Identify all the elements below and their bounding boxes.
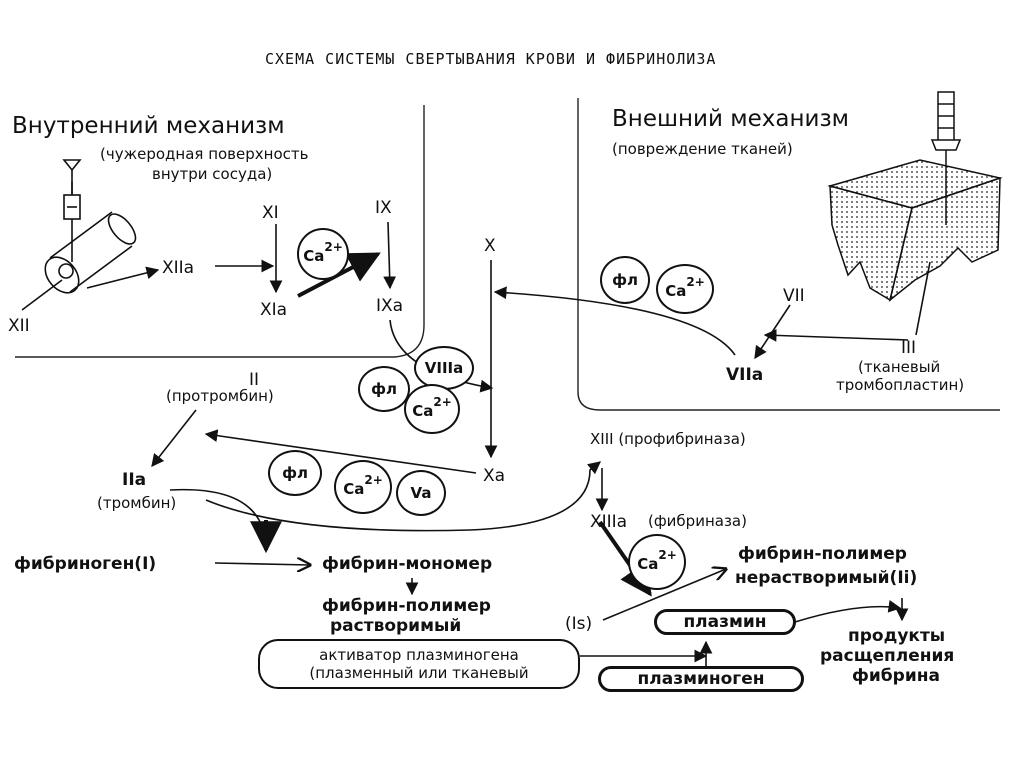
factor-iii-note-2: тромбопластин) <box>836 376 965 394</box>
factor-ii-note: (протромбин) <box>166 387 274 405</box>
factor-ixa: IXa <box>376 296 404 316</box>
ca-charge: 2+ <box>433 394 452 409</box>
line-tissue-to-iii <box>915 261 931 336</box>
arrow-iia-to-xiii <box>205 461 601 532</box>
extrinsic-heading: Внешний механизм <box>612 106 850 132</box>
factor-iia-note: (тромбин) <box>97 494 177 512</box>
region-dividers <box>15 98 1000 411</box>
diagram-title: СХЕМА СИСТЕМЫ СВЕРТЫВАНИЯ КРОВИ И ФИБРИН… <box>265 50 717 68</box>
insoluble-polymer-label-1: фибрин-полимер <box>738 544 907 564</box>
plasmin-label: плазмин <box>683 612 767 632</box>
factor-iii-note-1: (тканевый <box>858 358 941 376</box>
ca-charge: 2+ <box>324 239 343 254</box>
arrow-xii-to-xiia <box>86 266 160 289</box>
insoluble-polymer-label-2: нерастворимый(Ii) <box>735 568 918 588</box>
ca-label: Ca <box>343 479 365 498</box>
factor-xi: XI <box>262 203 279 223</box>
fibrinogen-label: фибриноген(I) <box>14 554 157 574</box>
calcium-circle-xiiia: Ca2+ <box>628 534 686 590</box>
va-circle: Va <box>396 470 446 516</box>
intrinsic-sub-2: внутри сосуда) <box>152 165 273 183</box>
arrow-iia-to-fibrinogen <box>169 488 272 547</box>
soluble-polymer-code: (Is) <box>565 614 593 634</box>
ca-charge: 2+ <box>658 547 677 562</box>
phospholipid-circle-viia: фл <box>600 256 650 304</box>
calcium-circle-tenase: Ca2+ <box>404 384 460 434</box>
viiia-circle: VIIIa <box>414 346 474 390</box>
ca-label: Ca <box>412 401 434 420</box>
factor-xiii: XIII (профибриназа) <box>590 430 746 448</box>
ca-label: Ca <box>303 246 325 265</box>
fdp-label-3: фибрина <box>852 666 940 686</box>
extrinsic-sub: (повреждение тканей) <box>612 140 793 158</box>
factor-xii: XII <box>8 316 30 336</box>
viiia-label: VIIIa <box>424 359 464 377</box>
calcium-circle-prothrombinase: Ca2+ <box>334 460 392 514</box>
factor-ix: IX <box>375 198 392 218</box>
activator-label-2: (плазменный или тканевый <box>309 664 529 682</box>
phospholipid-circle-prothrombinase: фл <box>268 450 322 496</box>
soluble-polymer-label-2: растворимый <box>330 616 462 636</box>
vessel-syringe-illustration <box>44 159 137 294</box>
arrow-vii-to-viia <box>754 304 791 360</box>
intrinsic-sub-1: (чужеродная поверхность <box>100 145 309 163</box>
intrinsic-heading: Внутренний механизм <box>12 113 285 139</box>
arrow-ix-to-ixa <box>383 221 397 290</box>
arrow-xa-to-ii <box>204 429 477 474</box>
plasminogen-pill: плазминоген <box>598 666 804 692</box>
factor-iii: III <box>901 338 917 358</box>
calcium-circle-viia: Ca2+ <box>656 264 714 314</box>
factor-vii: VII <box>783 286 805 306</box>
arrow-fibrinogen-to-monomer <box>214 563 310 565</box>
plasmin-pill: плазмин <box>654 609 796 635</box>
fl-label: фл <box>282 464 308 482</box>
tissue-block-illustration <box>827 91 1003 302</box>
fdp-label-2: расщепления <box>820 646 955 666</box>
factor-xiiia: XIIIa <box>590 512 628 532</box>
soluble-polymer-label-1: фибрин-полимер <box>322 596 491 616</box>
arrow-iii-to-viia <box>763 329 909 342</box>
factor-x: X <box>484 236 496 256</box>
va-label: Va <box>410 484 432 502</box>
factor-iia: IIa <box>122 470 147 490</box>
line-xii-vessel <box>21 279 63 311</box>
arrow-plasmin-to-polymer <box>794 599 902 623</box>
calcium-circle-xia: Ca2+ <box>297 228 349 280</box>
fdp-label-1: продукты <box>848 626 946 646</box>
ca-charge: 2+ <box>686 274 705 289</box>
activator-pill: активатор плазминогена (плазменный или т… <box>258 639 580 689</box>
phospholipid-circle-tenase: фл <box>358 366 410 412</box>
fl-label: фл <box>612 271 638 289</box>
ca-label: Ca <box>665 281 687 300</box>
factor-xa: Xa <box>483 466 506 486</box>
activator-label-1: активатор плазминогена <box>319 646 519 664</box>
fibrin-monomer-label: фибрин-мономер <box>322 554 493 574</box>
factor-xiia: XIIa <box>162 258 195 278</box>
ca-charge: 2+ <box>364 472 383 487</box>
factor-xia: XIa <box>260 300 288 320</box>
plasminogen-label: плазминоген <box>637 669 765 689</box>
arrow-viia-to-x <box>493 286 736 356</box>
factor-viia: VIIa <box>726 365 764 385</box>
factor-xiiia-note: (фибриназа) <box>648 512 747 530</box>
fl-label: фл <box>371 380 397 398</box>
ca-label: Ca <box>637 554 659 573</box>
arrow-soluble-to-insoluble <box>602 569 726 621</box>
factor-ii: II <box>249 370 260 390</box>
arrow-ii-to-iia <box>151 409 197 468</box>
